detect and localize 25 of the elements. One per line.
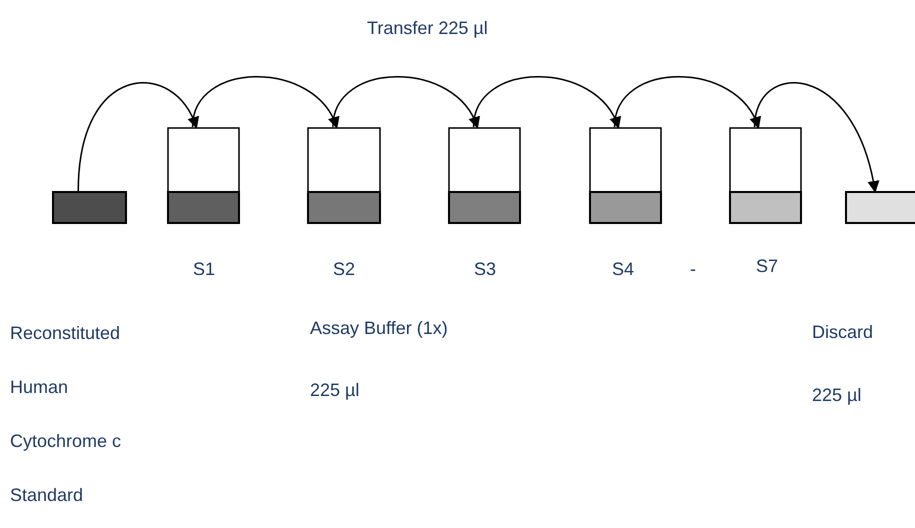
text-label: Assay Buffer (1x) (310, 318, 448, 339)
text-label: S7 (756, 256, 778, 277)
curved-arrow (472, 76, 620, 129)
curved-arrow (192, 76, 338, 129)
filled-bar (52, 191, 127, 224)
filled-bar (845, 191, 915, 224)
text-label: - (690, 259, 696, 280)
text-label: S1 (193, 259, 216, 280)
transfer-note: Transfer 225 µl (367, 18, 488, 39)
text-label: Discard (812, 322, 874, 343)
text-label: 225 µl (310, 380, 360, 401)
curved-arrow (78, 82, 198, 192)
text-label: S2 (333, 259, 356, 280)
text-label: S4 (612, 259, 634, 280)
dilution-tube (589, 127, 662, 224)
dilution-tube (448, 127, 521, 224)
curved-arrow (332, 76, 478, 129)
text-label: Reconstituted Human Cytochrome c Standard (10, 322, 122, 507)
text-label: S3 (474, 259, 496, 280)
dilution-tube (729, 127, 802, 224)
curved-arrow (754, 82, 879, 193)
curved-arrow (614, 76, 760, 129)
dilution-tube (167, 127, 240, 224)
dilution-tube (307, 127, 381, 224)
text-label: 225 µl (812, 385, 862, 406)
